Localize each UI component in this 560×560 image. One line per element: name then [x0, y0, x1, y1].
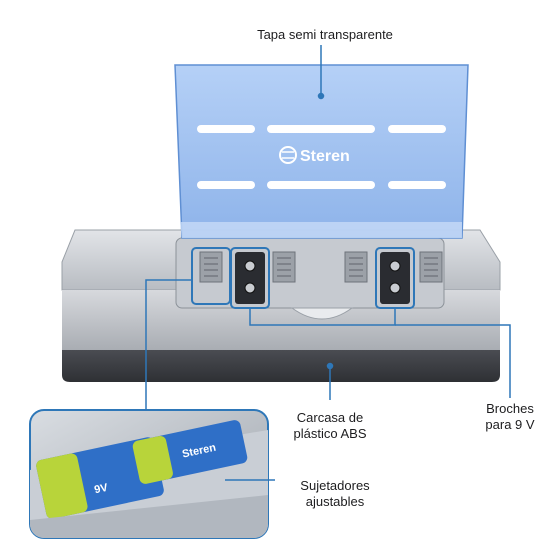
spring-contact: [344, 251, 368, 283]
steren-logo: Steren: [279, 146, 350, 165]
clips-label: Broches para 9 V: [470, 401, 550, 433]
holders-label: Sujetadores ajustables: [280, 478, 390, 510]
holders-label-line-1: Sujetadores: [300, 478, 370, 493]
battery-voltage-text: 9V: [93, 482, 109, 497]
charger-body: [61, 229, 501, 382]
holders-label-line-2: ajustables: [305, 494, 365, 509]
case-label: Carcasa de plástico ABS: [280, 410, 380, 442]
case-label-line-1: Carcasa de: [296, 410, 364, 425]
lid-label: Tapa semi transparente: [257, 27, 393, 42]
callout-lines: [145, 45, 511, 481]
transparent-lid: [174, 64, 469, 239]
spring-contact: [199, 251, 223, 283]
spring-contact: [419, 251, 443, 283]
nine-volt-clip-right: [380, 252, 410, 304]
nine-volt-clip-left: [235, 252, 265, 304]
case-label-line-2: plástico ABS: [293, 426, 367, 441]
inset-closeup: 9V Steren: [29, 409, 269, 539]
spring-contact: [272, 251, 296, 283]
clips-label-line-1: Broches: [486, 401, 534, 416]
clips-label-line-2: para 9 V: [485, 417, 535, 432]
lid-logo-text: Steren: [300, 148, 350, 165]
